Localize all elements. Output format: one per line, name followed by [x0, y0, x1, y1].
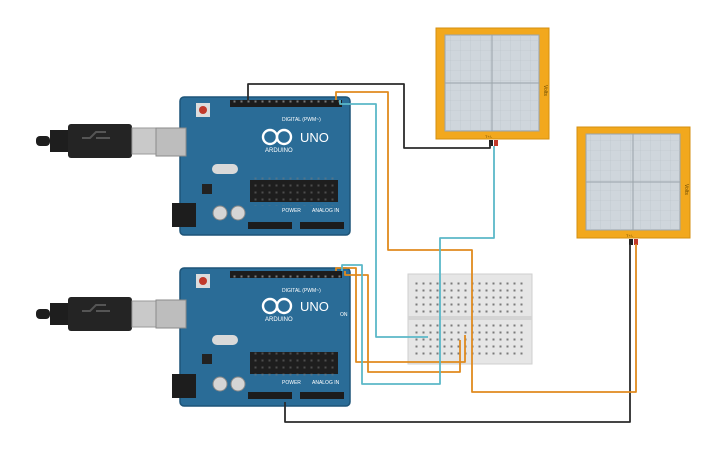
arduino-logo-icon: [261, 128, 293, 146]
meter-side-label: Volts: [542, 85, 548, 96]
digital-label: DIGITAL (PWM~): [282, 117, 321, 123]
usb-cable-top[interactable]: [36, 124, 159, 158]
terminal-positive[interactable]: [494, 140, 498, 146]
model-label: UNO: [300, 130, 329, 145]
wire-cyan-1[interactable]: [339, 100, 428, 338]
usb-cable-bottom[interactable]: [36, 297, 159, 331]
arduino-board-top[interactable]: ARDUINO UNO DIGITAL (PWM~) POWER ANALOG …: [155, 96, 351, 236]
analog-header[interactable]: [300, 222, 344, 229]
voltmeter-right[interactable]: Volts T+/-: [576, 126, 691, 245]
on-led-label: ON: [340, 312, 348, 318]
analog-label: ANALOG IN: [312, 208, 340, 214]
analog-label: ANALOG IN: [312, 380, 340, 386]
wire-orange-3[interactable]: [335, 267, 466, 363]
wire-cyan-2[interactable]: [341, 146, 495, 385]
analog-header[interactable]: [300, 392, 344, 399]
power-label: POWER: [282, 208, 301, 214]
voltmeter-top[interactable]: Volts T+/-: [435, 27, 550, 146]
digital-label: DIGITAL (PWM~): [282, 288, 321, 294]
wire-orange-2[interactable]: [344, 271, 461, 373]
power-label: POWER: [282, 380, 301, 386]
terminal-negative[interactable]: [629, 239, 633, 245]
breadboard[interactable]: [407, 273, 533, 365]
wire-dark-2[interactable]: [284, 244, 631, 423]
brand-label: ARDUINO: [265, 148, 293, 154]
meter-terminal-label: T+/-: [626, 233, 634, 238]
brand-label: ARDUINO: [265, 317, 293, 323]
meter-terminal-label: T+/-: [485, 134, 493, 139]
arduino-board-bottom[interactable]: ARDUINO UNO DIGITAL (PWM~) ON POWER ANAL…: [155, 267, 351, 407]
meter-side-label: Volts: [683, 184, 689, 195]
wire-orange-1[interactable]: [335, 91, 637, 393]
terminal-negative[interactable]: [489, 140, 493, 146]
power-header[interactable]: [248, 222, 292, 229]
usb-icon: [82, 131, 110, 139]
model-label: UNO: [300, 299, 329, 314]
wire-dark-1[interactable]: [247, 83, 491, 149]
terminal-positive[interactable]: [634, 239, 638, 245]
arduino-logo-icon: [261, 297, 293, 315]
usb-icon: [82, 304, 110, 312]
power-header[interactable]: [248, 392, 292, 399]
